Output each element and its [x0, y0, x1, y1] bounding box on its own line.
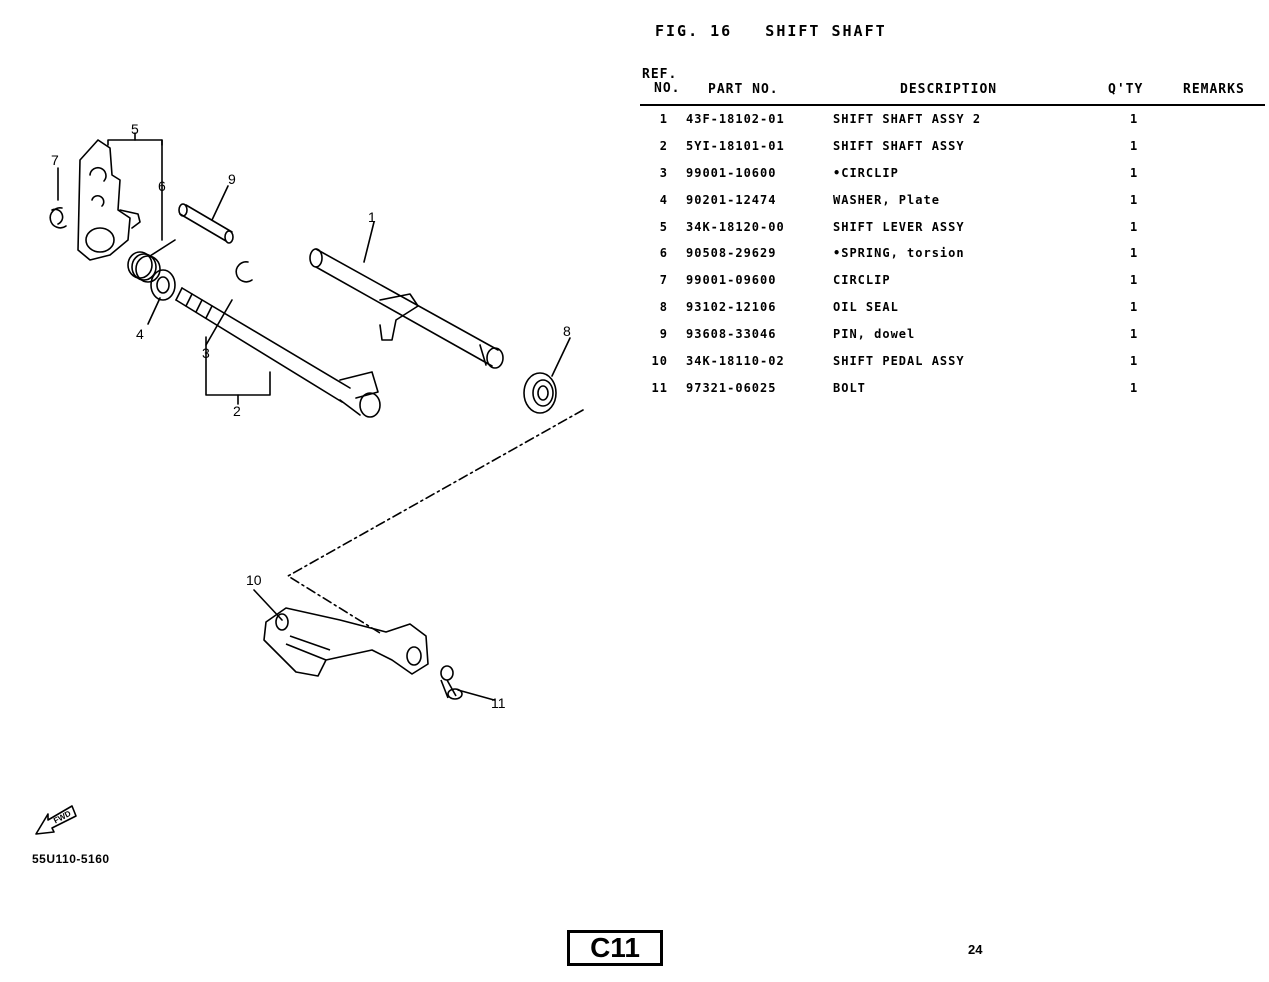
circlip-3-drawing	[235, 261, 253, 283]
dowel-pin-drawing	[178, 203, 234, 244]
header-remarks: REMARKS	[1183, 82, 1245, 97]
callout-9: 9	[228, 171, 236, 187]
callout-11: 11	[491, 695, 506, 711]
callout-2: 2	[233, 403, 241, 419]
shift-pedal-drawing	[263, 607, 429, 677]
header-description: DESCRIPTION	[900, 82, 998, 97]
figure-title: FIG. 16 SHIFT SHAFT	[655, 22, 887, 40]
header-rule	[640, 104, 1265, 106]
callout-4: 4	[136, 326, 144, 342]
callout-6: 6	[158, 178, 166, 194]
circlip-7-drawing	[49, 207, 67, 229]
header-part-no: PART NO.	[708, 82, 779, 97]
parts-table-header: REF. NO. PART NO. DESCRIPTION Q'TY REMAR…	[640, 68, 1265, 106]
callout-7: 7	[51, 152, 59, 168]
bolt-drawing	[440, 665, 463, 700]
callout-10: 10	[246, 572, 262, 588]
callout-3: 3	[202, 345, 210, 361]
callout-8: 8	[563, 323, 571, 339]
callout-5: 5	[131, 121, 139, 137]
shift-shaft-assy-drawing	[175, 287, 381, 418]
torsion-spring-drawing	[127, 239, 176, 283]
page-number: 24	[968, 942, 983, 957]
shift-shaft-assy-2-drawing	[309, 248, 504, 369]
drawing-code: 55U110-5160	[32, 852, 110, 866]
exploded-parts-diagram: 1 2 3 4 5 6 7 8 9 10 11	[49, 121, 584, 711]
oil-seal-drawing	[523, 372, 557, 414]
header-qty: Q'TY	[1108, 82, 1144, 97]
header-ref-no: REF. NO.	[642, 67, 681, 96]
fwd-arrow-icon: FWD	[35, 805, 77, 835]
callout-1: 1	[368, 209, 376, 225]
shift-lever-drawing	[77, 139, 141, 261]
washer-drawing	[150, 269, 176, 301]
section-code-box: C11	[567, 930, 663, 966]
